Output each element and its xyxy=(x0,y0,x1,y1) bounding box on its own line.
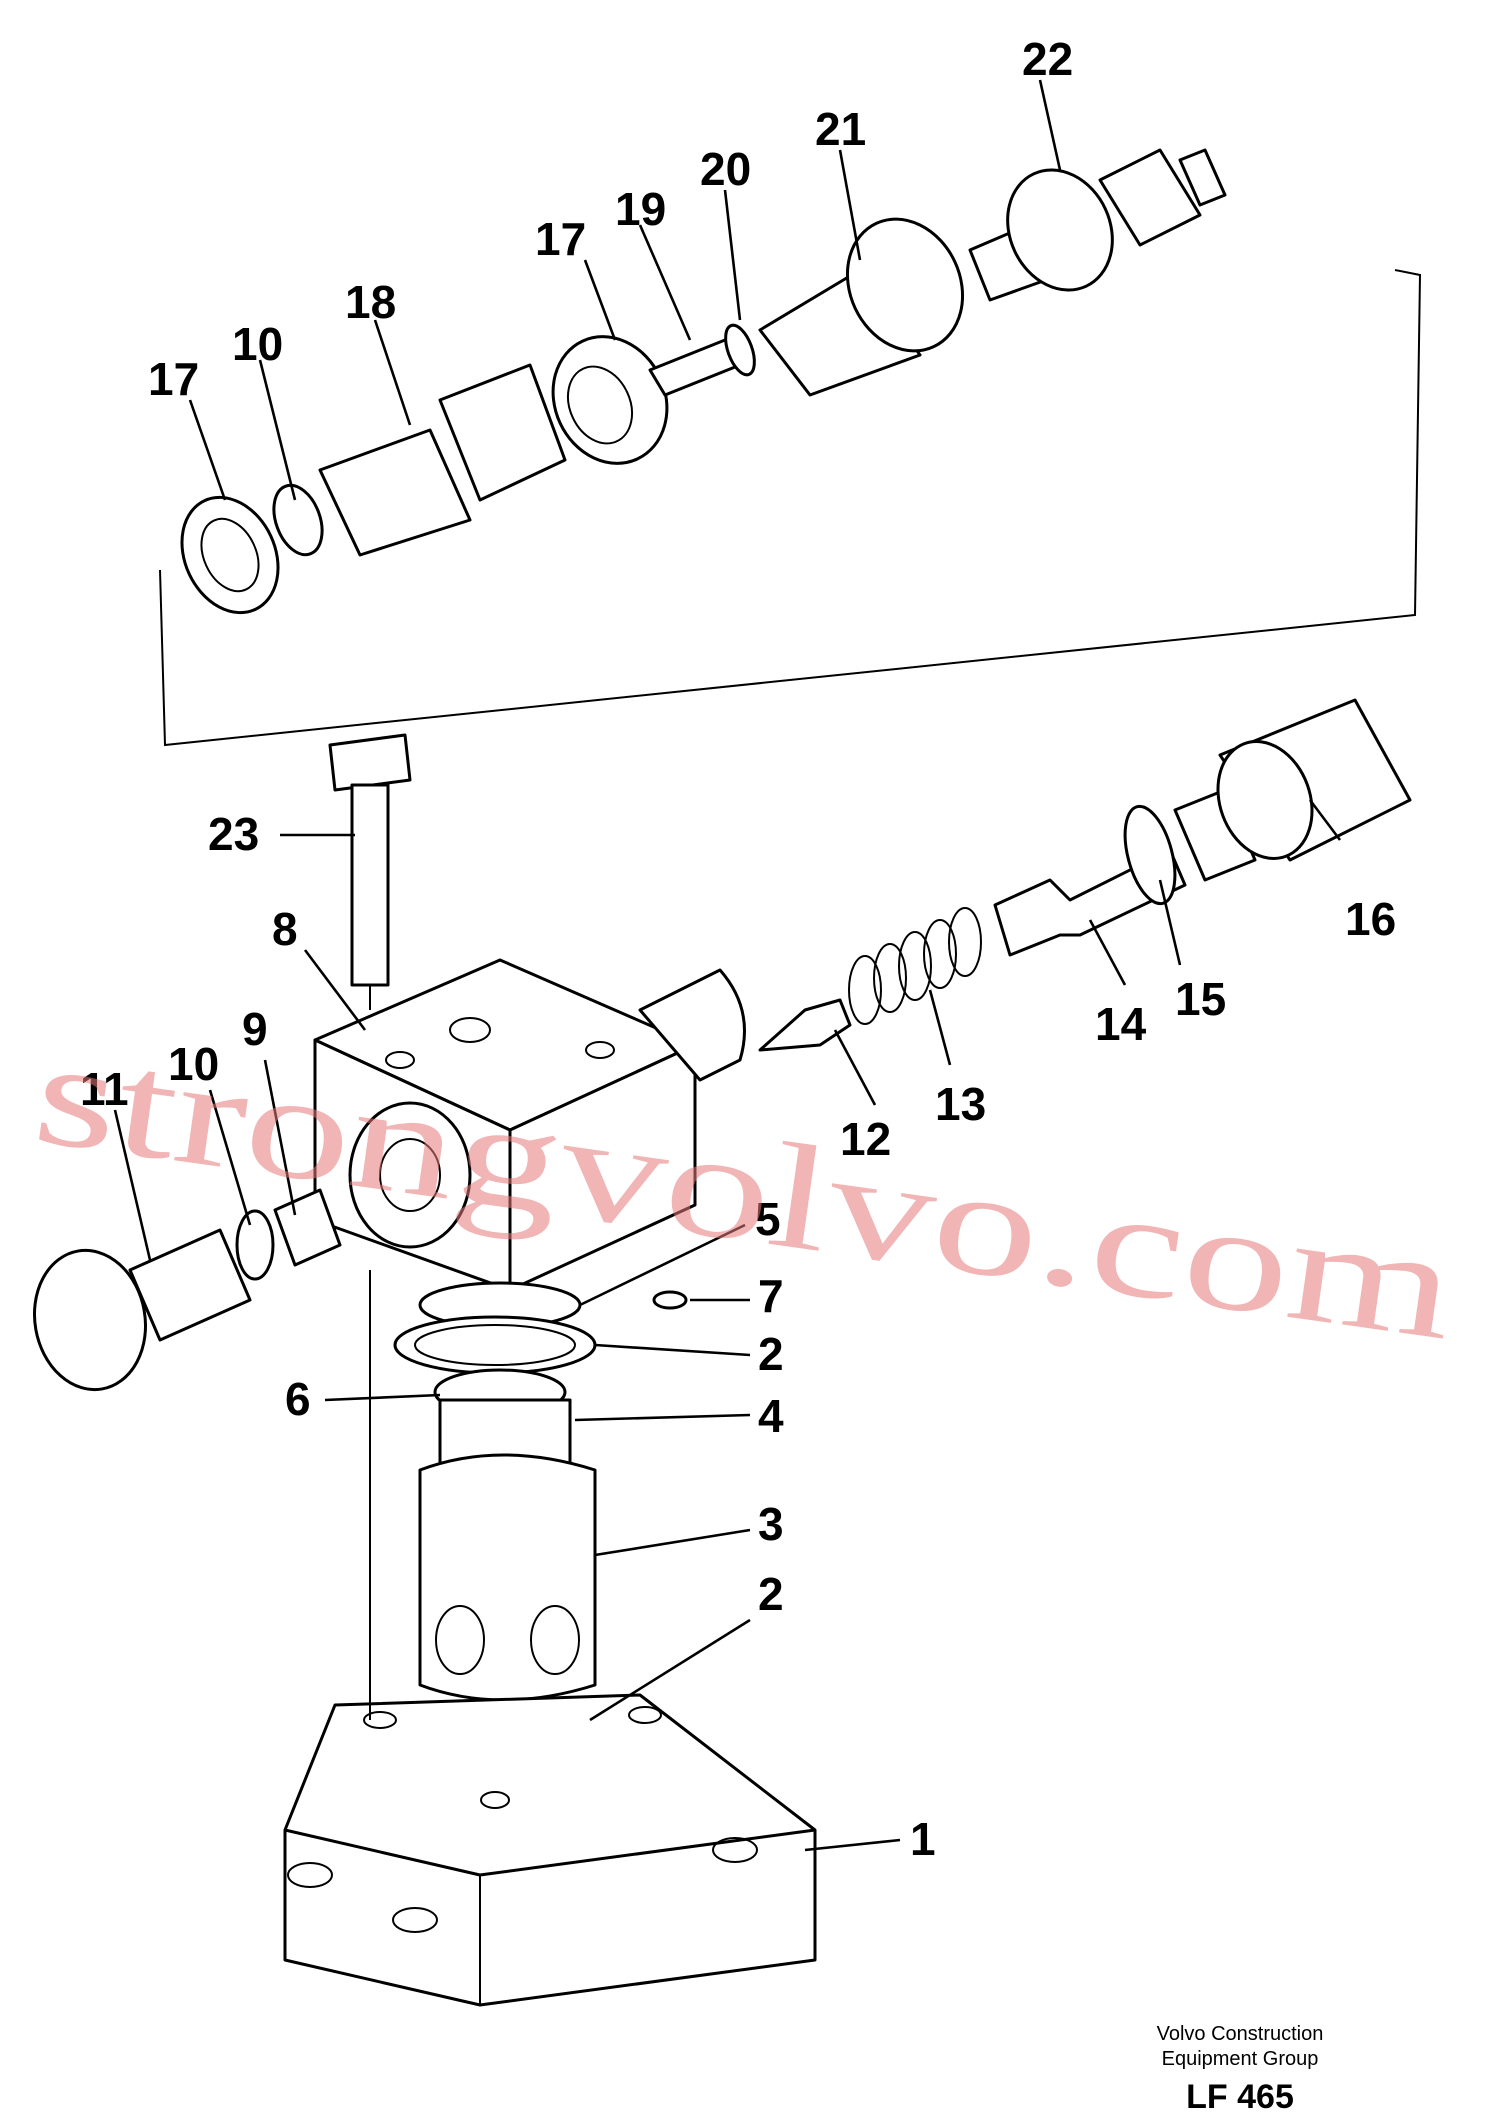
credit-line-2: Equipment Group xyxy=(1162,2048,1319,2070)
leader-lines xyxy=(113,79,1342,1852)
seal-15 xyxy=(1123,804,1177,906)
knob-assembly-11 xyxy=(32,1188,342,1392)
fitting-18 xyxy=(318,428,472,557)
callout-8: 8 xyxy=(272,903,298,955)
upper-valve-assembly xyxy=(159,148,1422,747)
block-port xyxy=(348,1101,472,1249)
callout-17-lower: 17 xyxy=(148,353,199,405)
washer-10-lower xyxy=(235,1209,275,1281)
hex-21 xyxy=(845,217,965,353)
ring-20 xyxy=(724,323,756,377)
sleeve-3 xyxy=(418,1453,597,1702)
callout-11: 11 xyxy=(80,1063,129,1115)
callout-3: 3 xyxy=(758,1498,784,1550)
callout-23: 23 xyxy=(208,808,259,860)
valve-block-8 xyxy=(313,958,746,1292)
callout-21: 21 xyxy=(815,103,866,155)
assembly-frame xyxy=(159,269,1422,747)
callout-9: 9 xyxy=(242,1003,268,1055)
callout-10-lower: 10 xyxy=(168,1038,219,1090)
callout-20: 20 xyxy=(700,143,751,195)
plug-9 xyxy=(273,1188,342,1267)
adapter-22 xyxy=(1006,168,1114,292)
callout-2-upper: 2 xyxy=(758,1328,784,1380)
callout-17-upper: 17 xyxy=(535,213,586,265)
knob-11 xyxy=(32,1248,148,1392)
callout-18: 18 xyxy=(345,276,396,328)
washer-10-upper xyxy=(272,483,324,557)
callout-7: 7 xyxy=(758,1270,784,1322)
pilot-parts xyxy=(758,698,1412,1052)
poppet-12 xyxy=(758,998,852,1052)
credit-line-1: Volvo Construction xyxy=(1157,2023,1324,2045)
hex-18 xyxy=(438,363,567,502)
callout-16: 16 xyxy=(1345,893,1396,945)
callout-14: 14 xyxy=(1095,998,1147,1050)
callout-5: 5 xyxy=(755,1193,781,1245)
callout-13: 13 xyxy=(935,1078,986,1130)
callout-19: 19 xyxy=(615,183,666,235)
callout-4: 4 xyxy=(758,1390,784,1442)
callout-12: 12 xyxy=(840,1113,891,1165)
watermark-text: strongvolvo.com xyxy=(25,1008,1464,1371)
callout-2-lower: 2 xyxy=(758,1568,784,1620)
callout-15: 15 xyxy=(1175,973,1226,1025)
figure-code: LF 465 xyxy=(1186,2078,1294,2116)
spring-13 xyxy=(848,907,982,1025)
housing-1 xyxy=(283,1270,817,2007)
bolt-23 xyxy=(328,733,412,1010)
oring-7 xyxy=(652,1290,688,1310)
callout-6: 6 xyxy=(285,1373,311,1425)
callout-10-upper: 10 xyxy=(232,318,283,370)
callout-22: 22 xyxy=(1022,33,1073,85)
callout-1: 1 xyxy=(910,1813,936,1865)
callout-labels: 22 21 20 19 17 18 10 17 23 16 8 9 10 11 … xyxy=(80,33,1396,1865)
